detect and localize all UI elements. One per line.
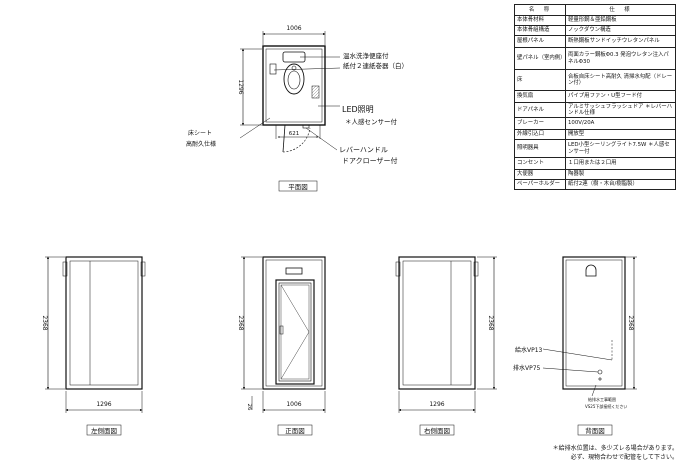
spec-row-label: 照明器具 [514,139,566,158]
back-drain-label: 排水VP75 [513,364,541,372]
spec-table-body: 本体骨材料軽量形鋼＆亜鉛鋼板本体骨組構造ノックダウン構造屋根パネル断熱鋼板サンド… [514,15,676,190]
right-width-dim: 1296 [429,401,444,408]
spec-table: 名 称 仕 様 本体骨材料軽量形鋼＆亜鉛鋼板本体骨組構造ノックダウン構造屋根パネ… [514,4,676,190]
spec-row-value: パイプ用ファン・U型フード付 [565,90,676,103]
spec-table-header: 名 称 仕 様 [514,4,676,16]
footnote-line-2: 必ず、現物合わせで配管をして下さい。 [570,454,678,461]
spec-row-value: 100V/20A [565,117,676,130]
back-pit-label-1: 給排水工事範囲 [588,396,616,402]
plan-width-dim: 1006 [286,25,301,32]
callout-led: LED照明 [342,105,374,114]
spec-row-label: 大便器 [514,169,566,180]
spec-row-value: 軽量形鋼＆亜鉛鋼板 [565,15,676,26]
spec-row-value: 紙付2連（樹・木台/樹脂製） [565,179,676,190]
footnote-line-1: ＊給排水位置は、多少ズレる場合があります。 [552,445,678,452]
spec-row-value: １口用または２口用 [565,157,676,170]
spec-row: ドアパネルアルミサッシュフラッシュドア ＊レバーハンドル仕様 [514,102,676,118]
callout-toilet: 温水洗浄便座付 [343,51,389,60]
spec-row-label: 外線引込口 [514,129,566,140]
front-view [241,256,326,436]
back-height-dim: 2368 [627,315,634,330]
left-side-view [45,256,146,436]
spec-row-label: コンセント [514,157,566,170]
spec-row-label: 屋根パネル [514,35,566,48]
right-side-view [395,256,497,436]
plan-depth-dim: 1296 [237,79,244,94]
spec-row-value: 開放型 [565,129,676,140]
spec-row-label: 床 [514,69,566,91]
spec-header-name: 名 称 [514,4,566,16]
spec-row: 床合板自床シート高耐久 清掃水勾配（ドレーン付） [514,69,676,91]
footnote: ＊給排水位置は、多少ズレる場合があります。 必ず、現物合わせで配管をして下さい。 [510,444,678,462]
callout-lever: レバーハンドル [339,146,388,154]
spec-row: 大便器陶器製 [514,169,676,180]
spec-row: 本体骨組構造ノックダウン構造 [514,25,676,36]
spec-row-value: ノックダウン構造 [565,25,676,36]
plan-door-dim: 621 [289,131,300,137]
spec-header-spec: 仕 様 [565,4,676,16]
plan-title: 平面図 [288,183,308,191]
spec-row-value: アルミサッシュフラッシュドア ＊レバーハンドル仕様 [565,102,676,118]
front-base-dim: 26 [246,404,252,411]
callout-floor-2: 高耐久仕様 [186,140,216,148]
spec-row-value: 両面カラー鋼板Φ0.3 発泡ウレタン注入パネルΦ30 [565,47,676,70]
callout-floor-1: 床シート [188,129,212,137]
spec-row: 本体骨材料軽量形鋼＆亜鉛鋼板 [514,15,676,26]
front-width-dim: 1006 [286,401,301,408]
right-title: 右側面図 [424,426,450,435]
callout-closer: ドアクローザー付 [342,156,398,165]
spec-row-label: ドアパネル [514,102,566,118]
spec-row: 外線引込口開放型 [514,129,676,140]
spec-row-value: LED小型シーリングライト7.5W ＊人感センサー付 [565,139,676,158]
spec-row-label: 壁パネル（室内側） [514,47,566,70]
spec-row: 屋根パネル断熱鋼板サンドイッチウレタンパネル [514,35,676,48]
spec-row-label: 本体骨組構造 [514,25,566,36]
left-title: 左側面図 [91,426,117,435]
spec-row-value: 合板自床シート高耐久 清掃水勾配（ドレーン付） [565,69,676,91]
spec-row-label: 換気扇 [514,90,566,103]
front-title: 正面図 [285,427,305,435]
back-pit-label-2: VS25下部接続ください [585,403,627,409]
callout-sensor: ＊人感センサー付 [345,117,398,126]
callout-paper: 紙付２連紙巻器（白） [343,61,408,70]
right-height-dim: 2368 [487,315,494,330]
back-view [542,256,637,436]
back-title: 背面図 [585,426,605,435]
spec-row-label: ペーパーホルダー [514,179,566,190]
left-width-dim: 1296 [96,401,111,408]
spec-row-value: 断熱鋼板サンドイッチウレタンパネル [565,35,676,48]
spec-row: 壁パネル（室内側）両面カラー鋼板Φ0.3 発泡ウレタン注入パネルΦ30 [514,47,676,70]
back-supply-label: 給水VP13 [515,346,543,354]
left-height-dim: 2368 [41,315,48,330]
spec-row-label: ブレーカー [514,117,566,130]
spec-row-label: 本体骨材料 [514,15,566,26]
front-height-dim: 2368 [237,315,244,330]
plan-view [239,31,341,192]
spec-row-value: 陶器製 [565,169,676,180]
spec-row: 換気扇パイプ用ファン・U型フード付 [514,90,676,103]
spec-row: ペーパーホルダー紙付2連（樹・木台/樹脂製） [514,179,676,190]
